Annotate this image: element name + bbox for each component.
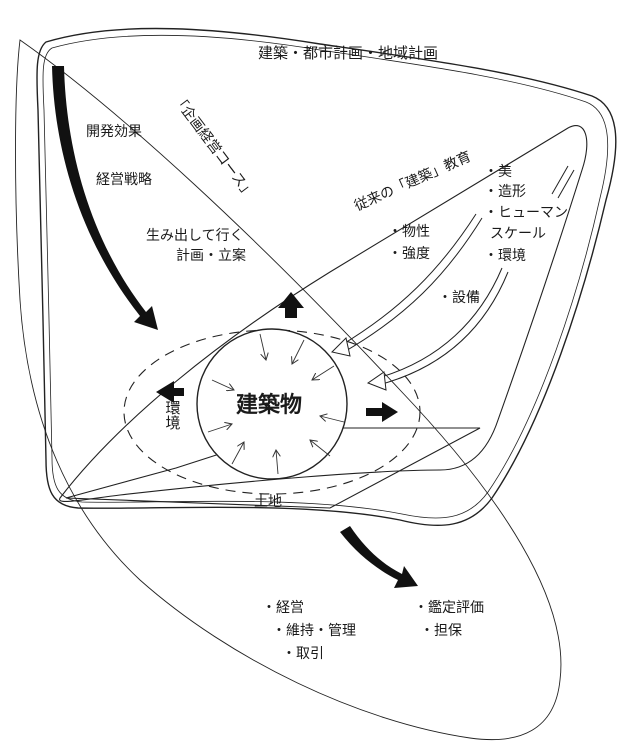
tochi-label: 土地	[254, 494, 282, 510]
building-label: 建築物	[236, 393, 303, 418]
bottom-bold-curved-arrow	[340, 526, 418, 588]
traditional-education-region	[59, 125, 588, 502]
outer-region	[36, 27, 617, 527]
bussei-label: ・物性	[388, 224, 430, 240]
planning-course-region	[15, 39, 562, 741]
umidashi-label-2: 計画・立案	[176, 248, 246, 264]
left-bold-curved-arrow	[52, 66, 158, 330]
bi-label: ・美	[484, 164, 512, 180]
kantei-label: ・鑑定評価	[414, 600, 484, 616]
human-label-2: スケール	[490, 226, 546, 242]
kankyou-side-label: 環境	[163, 400, 182, 430]
tanpo-label: ・担保	[420, 623, 462, 639]
top-title-label: 建築・都市計画・地域計画	[258, 44, 439, 62]
hollow-arrows	[339, 165, 575, 385]
outer-region-inner-line	[42, 34, 609, 519]
land-plane	[65, 427, 481, 509]
arrow-left-bold	[156, 381, 184, 403]
iji-kanri-label: ・維持・管理	[272, 623, 356, 639]
setsubi-label: ・設備	[438, 290, 480, 306]
hollow-arrowhead-2	[366, 371, 387, 391]
human-label-1: ・ヒューマン	[484, 205, 568, 221]
umidashi-label-1: 生み出して行く	[146, 228, 244, 244]
keiei-label: ・経営	[262, 600, 304, 616]
kaihatsu-label: 開発効果	[86, 124, 142, 140]
torihiki-label: ・取引	[282, 646, 324, 662]
kyoudo-label: ・強度	[388, 246, 430, 262]
hollow-arrowhead-1	[331, 337, 351, 357]
inward-arrows	[207, 333, 345, 475]
keiei-senryaku-label: 経営戦略	[96, 172, 152, 188]
kankyou-list-label: ・環境	[484, 248, 526, 264]
arrow-right-bold	[366, 402, 398, 422]
arrow-up-bold	[278, 292, 304, 318]
zoukei-label: ・造形	[484, 184, 526, 200]
